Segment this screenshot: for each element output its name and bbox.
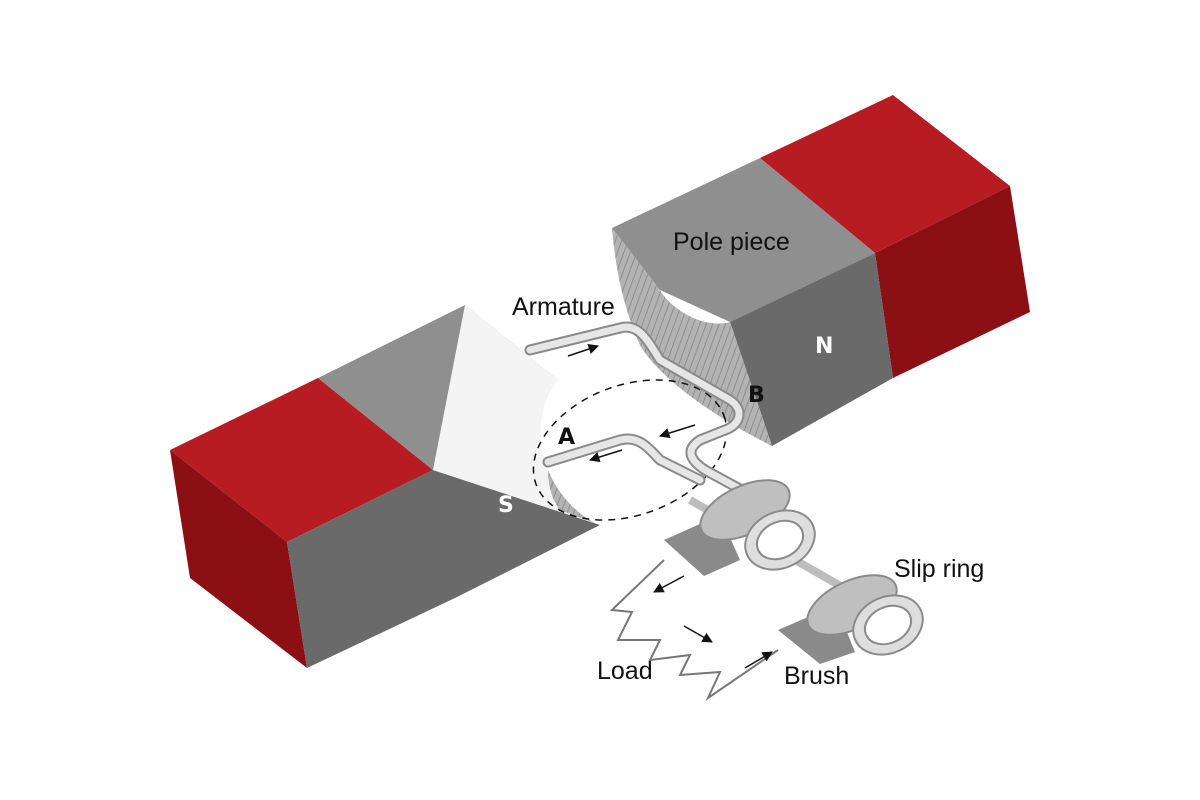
armature-coil: [524, 321, 766, 506]
load-circuit: [609, 559, 779, 701]
slip-ring-label: Slip ring: [894, 555, 984, 583]
current-arrow-armature-top: [567, 344, 599, 357]
north-pole-face: [612, 228, 772, 446]
current-arrow-b-side: [658, 424, 696, 439]
south-magnet-red-side: [170, 450, 307, 668]
slip-ring-assembly: [664, 479, 924, 664]
north-magnet: [612, 95, 1030, 446]
north-pole-piece-top: [612, 158, 875, 322]
south-magnet-red-top: [170, 378, 433, 542]
south-pole-piece-front: [287, 470, 600, 668]
armature-label: Armature: [512, 293, 615, 321]
pole-piece-label: Pole piece: [673, 228, 790, 256]
point-b-label: B: [748, 383, 765, 408]
slip-ring-lower: [806, 574, 924, 656]
south-magnet: [170, 305, 600, 668]
current-arrow-load-middle: [683, 625, 713, 643]
south-pole-face-shadow: [548, 470, 600, 525]
north-magnet-red-top: [760, 95, 1010, 253]
slip-ring-upper: [699, 479, 816, 571]
armature-wire: [526, 323, 764, 504]
south-pole-label: S: [498, 493, 514, 518]
north-magnet-red-side: [875, 186, 1030, 378]
point-a-label: A: [558, 425, 575, 450]
rotation-path: [532, 379, 728, 521]
current-arrow-load-left: [653, 575, 685, 593]
brush-label: Brush: [784, 662, 849, 690]
current-arrow-load-right: [744, 651, 773, 669]
current-arrow-a-side: [588, 449, 623, 463]
load-label: Load: [597, 657, 653, 685]
north-pole-piece-front: [730, 253, 893, 446]
south-pole-face: [433, 305, 600, 525]
north-pole-label: N: [815, 334, 833, 359]
current-arrows: [567, 344, 773, 669]
